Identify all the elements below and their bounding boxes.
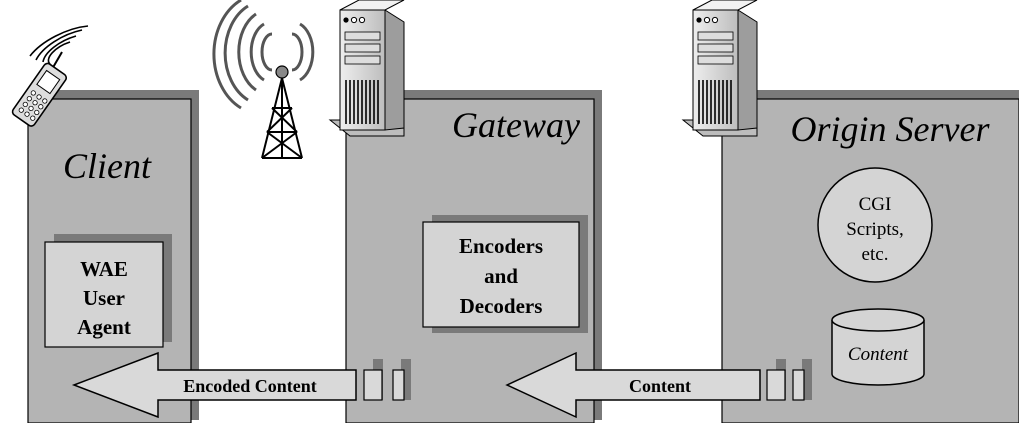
gateway-server-icon	[328, 0, 405, 137]
client-title: Client	[63, 146, 152, 186]
encoders-decoders-line3: Decoders	[460, 294, 543, 318]
cgi-line3: etc.	[862, 244, 889, 265]
origin-server-title: Origin Server	[791, 109, 991, 149]
radio-tower-icon	[212, 0, 315, 159]
wae-user-agent-line2: User	[83, 286, 125, 310]
wae-user-agent-line3: Agent	[77, 315, 131, 339]
mobile-phone-icon	[11, 25, 89, 127]
encoded-content-packets	[363, 359, 411, 401]
wae-user-agent-line1: WAE	[80, 257, 128, 281]
encoders-decoders-line2: and	[484, 264, 518, 288]
content-cylinder-label: Content	[848, 344, 909, 365]
content-packets	[766, 359, 812, 401]
cgi-line2: Scripts,	[846, 219, 904, 240]
gateway-title: Gateway	[452, 105, 580, 145]
cgi-scripts-circle: CGI Scripts, etc.	[817, 167, 933, 283]
content-arrow: Content	[505, 351, 761, 419]
cgi-line1: CGI	[859, 194, 892, 215]
wae-user-agent-box: WAE User Agent	[44, 234, 172, 348]
encoded-content-label: Encoded Content	[183, 376, 317, 396]
content-arrow-label: Content	[629, 376, 691, 396]
encoded-content-arrow: Encoded Content	[71, 351, 357, 419]
encoders-decoders-line1: Encoders	[459, 234, 543, 258]
origin-server-icon	[681, 0, 758, 137]
encoders-decoders-box: Encoders and Decoders	[422, 215, 588, 333]
content-cylinder: Content	[831, 308, 925, 386]
